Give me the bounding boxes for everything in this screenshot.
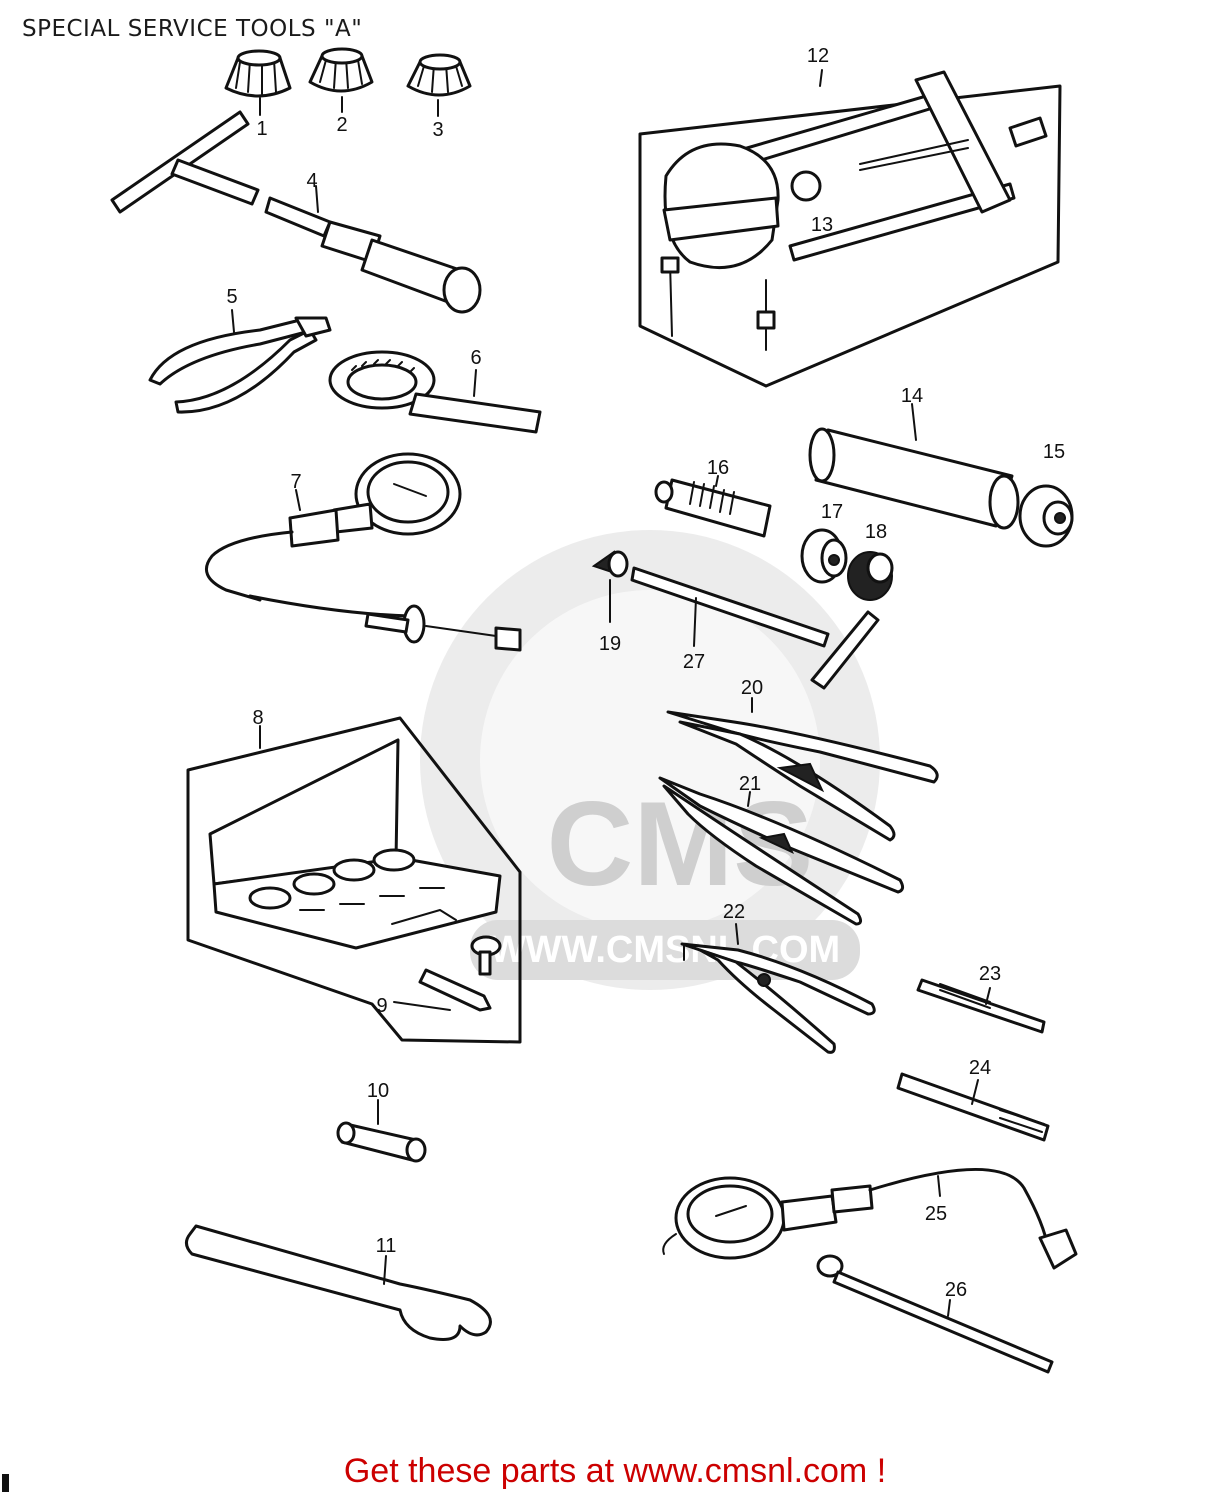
callout-15: 15 — [1043, 441, 1065, 463]
diagram-title: SPECIAL SERVICE TOOLS "A" — [22, 16, 363, 42]
callout-5: 5 — [226, 286, 237, 308]
parts-diagram: CMS WWW.CMSNL.COM — [110, 45, 1078, 1374]
part-15-cap — [1018, 484, 1074, 548]
part-27-t-rod — [630, 566, 880, 690]
callout-13: 13 — [811, 214, 833, 236]
part-21-circlip-pliers — [658, 776, 905, 926]
corner-mark — [2, 1474, 9, 1492]
part-12-bearing-puller — [638, 69, 1062, 388]
part-5-pliers — [148, 309, 332, 414]
part-3-bearing-driver — [406, 53, 472, 117]
part-22-pliers — [680, 923, 876, 1054]
callout-18: 18 — [865, 521, 887, 543]
callout-23: 23 — [979, 963, 1001, 985]
callout-1: 1 — [256, 118, 267, 140]
part-24-rod — [896, 1072, 1050, 1142]
callout-4: 4 — [306, 170, 317, 192]
callout-2: 2 — [336, 114, 347, 136]
part-11-hook-spanner — [185, 1224, 492, 1341]
part-19-adapter — [591, 550, 629, 623]
callout-labels: 1 2 3 4 5 6 7 8 9 10 11 12 13 14 15 16 1… — [226, 45, 1065, 1301]
part-17-spacer — [800, 528, 848, 584]
callout-11: 11 — [376, 1235, 397, 1257]
callout-24: 24 — [969, 1057, 991, 1079]
part-20-circlip-pliers — [666, 697, 939, 842]
part-6-holder — [328, 350, 542, 434]
part-1-bearing-driver — [224, 49, 292, 116]
callout-21: 21 — [739, 773, 761, 795]
part-14-tube — [808, 403, 1020, 530]
callout-10: 10 — [367, 1080, 389, 1102]
part-16-driver — [654, 475, 772, 538]
part-7-compression-gauge — [204, 452, 522, 652]
callout-26: 26 — [945, 1279, 967, 1301]
part-23-punch — [916, 978, 1046, 1034]
callout-25: 25 — [925, 1203, 947, 1225]
part-4-t-handle-socket — [110, 110, 482, 314]
footer-link[interactable]: Get these parts at www.cmsnl.com ! — [343, 1452, 887, 1490]
part-18-nut — [847, 551, 894, 601]
callout-8: 8 — [252, 707, 263, 729]
watermark: CMS WWW.CMSNL.COM — [420, 530, 880, 990]
callout-22: 22 — [723, 901, 745, 923]
part-2-bearing-driver — [308, 47, 374, 113]
callout-27: 27 — [683, 651, 705, 673]
part-8-tool-case — [186, 716, 522, 1044]
part-9-tool — [393, 935, 502, 1012]
callout-9: 9 — [376, 995, 387, 1017]
part-25-pressure-gauge — [662, 1168, 1078, 1270]
callout-7: 7 — [290, 471, 301, 493]
callout-14: 14 — [901, 385, 923, 407]
callout-19: 19 — [599, 633, 621, 655]
callout-3: 3 — [432, 119, 443, 141]
callout-6: 6 — [470, 347, 481, 369]
callout-16: 16 — [707, 457, 729, 479]
callout-20: 20 — [741, 677, 763, 699]
part-10-socket — [336, 1099, 427, 1163]
part-26-test-rod — [816, 1254, 1054, 1374]
callout-12: 12 — [807, 45, 829, 67]
callout-17: 17 — [821, 501, 843, 523]
